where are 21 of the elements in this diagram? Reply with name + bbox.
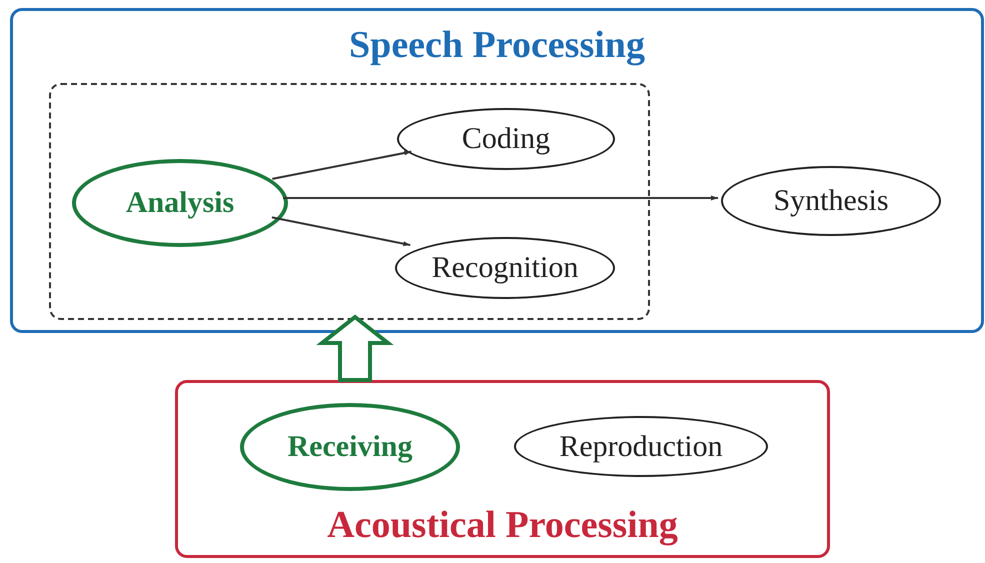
highlighted-ellipse	[240, 403, 460, 491]
highlighted-ellipse	[72, 159, 288, 247]
group-panel	[175, 380, 830, 558]
process-ellipse	[397, 108, 615, 170]
process-ellipse	[395, 237, 615, 299]
arrow	[272, 216, 410, 246]
group-title: Acoustical Processing	[326, 503, 679, 547]
node-label: Reproduction	[559, 430, 723, 464]
node-label: Coding	[462, 122, 550, 156]
group-panel	[10, 8, 984, 333]
node-label: Synthesis	[773, 184, 889, 218]
node-label: Receiving	[288, 430, 412, 464]
arrow	[272, 150, 412, 180]
process-ellipse	[514, 416, 768, 477]
group-title: Speech Processing	[348, 23, 646, 67]
block-arrow	[316, 314, 394, 382]
node-label: Analysis	[126, 186, 234, 220]
dashed-group-box	[49, 83, 650, 320]
node-label: Recognition	[432, 251, 578, 285]
arrow	[283, 196, 718, 200]
process-ellipse	[721, 166, 941, 236]
